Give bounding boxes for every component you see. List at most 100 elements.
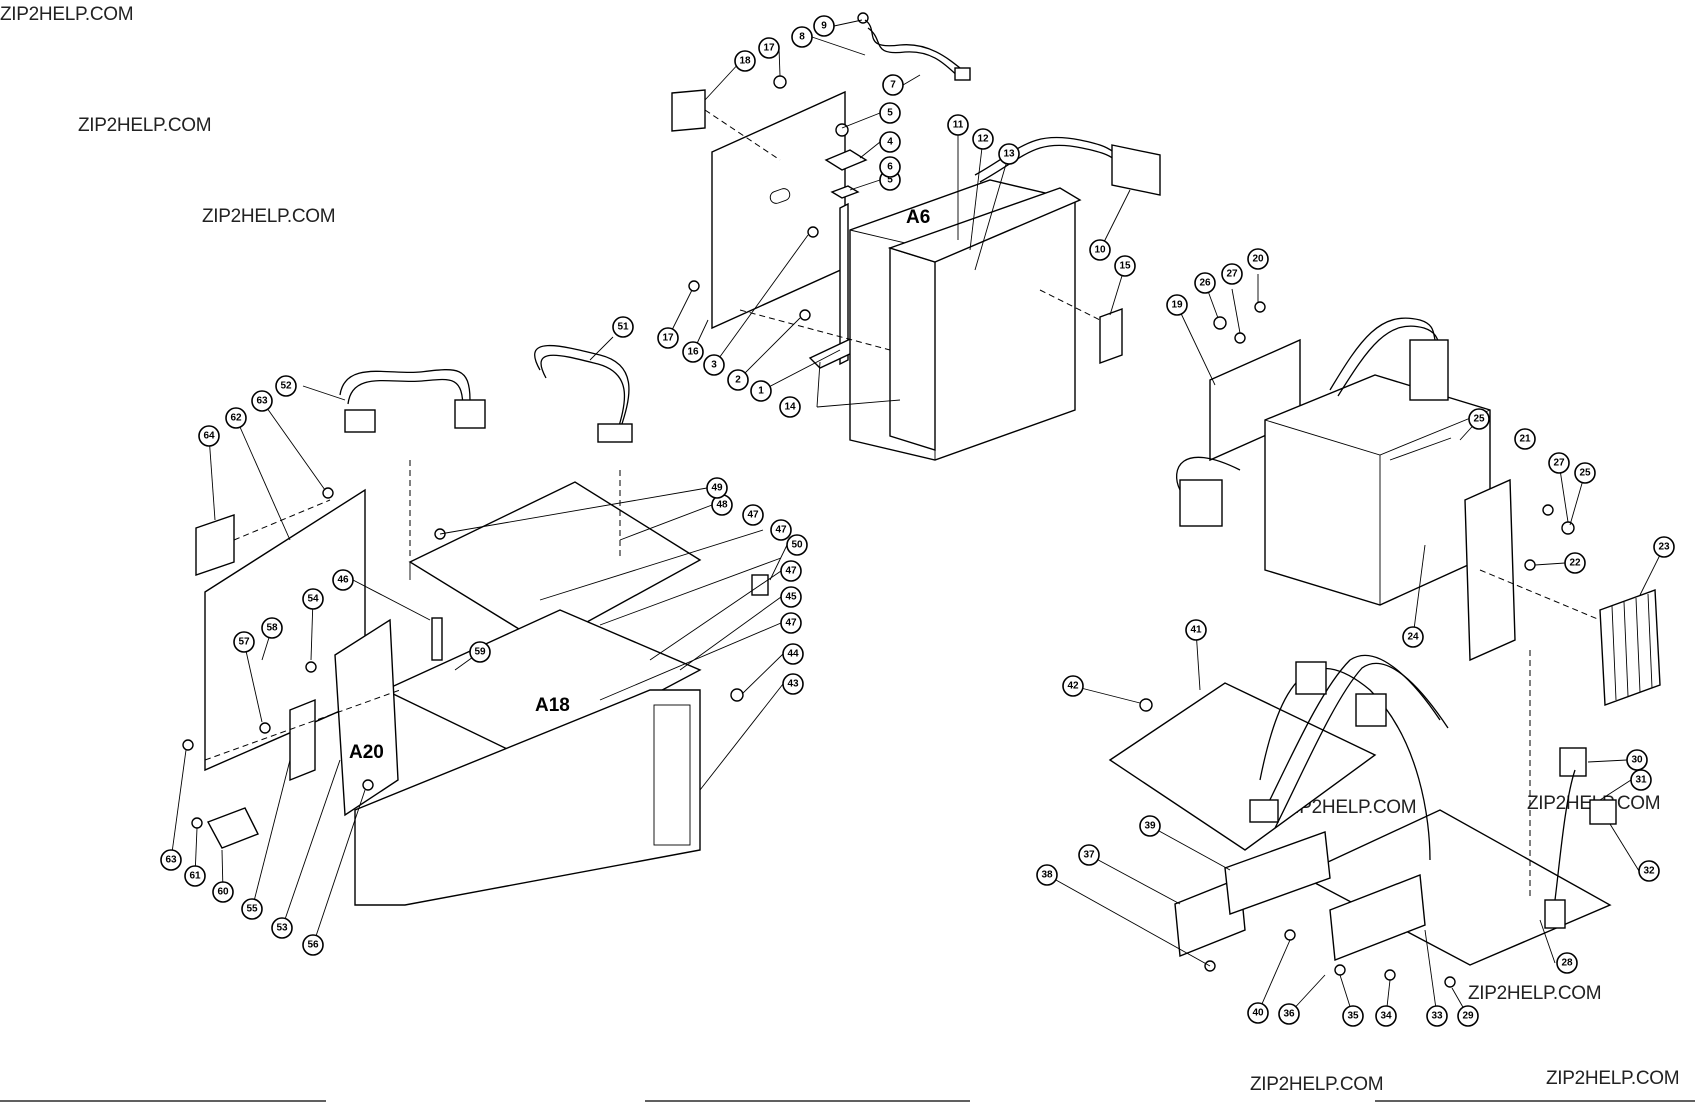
svg-text:17: 17	[662, 333, 674, 344]
svg-text:19: 19	[1171, 300, 1183, 311]
svg-text:11: 11	[953, 120, 964, 131]
svg-text:4: 4	[887, 137, 893, 148]
a18-board	[383, 609, 702, 761]
top-shield	[408, 481, 702, 646]
bracket	[289, 698, 316, 782]
callout-40: 40	[1247, 1002, 1269, 1024]
a6-top-board	[887, 187, 1082, 263]
watermark: ZIP2HELP.COM	[78, 115, 212, 136]
callout-3: 3	[703, 354, 725, 376]
callout-12: 12	[972, 128, 994, 150]
svg-text:6: 6	[887, 162, 893, 173]
svg-text:23: 23	[1658, 542, 1670, 553]
bracket	[1464, 478, 1516, 662]
svg-text:46: 46	[337, 575, 349, 586]
svg-text:22: 22	[1569, 558, 1581, 569]
a18-a20-assembly: A18 A20	[182, 460, 769, 906]
svg-text:51: 51	[617, 322, 629, 333]
svg-text:33: 33	[1431, 1011, 1443, 1022]
callout-23: 23	[1653, 536, 1675, 558]
svg-text:27: 27	[1553, 458, 1565, 469]
svg-text:45: 45	[785, 592, 797, 603]
label-a18: A18	[535, 695, 570, 716]
svg-text:14: 14	[784, 402, 796, 413]
svg-text:63: 63	[165, 855, 177, 866]
label-a6: A6	[906, 207, 930, 228]
callout-35: 35	[1342, 1005, 1364, 1027]
circuit-board	[1108, 682, 1377, 851]
callout-4: 4	[879, 131, 901, 153]
callout-62: 62	[225, 407, 247, 429]
callout-7: 7	[882, 74, 904, 96]
spacer-part	[830, 185, 860, 199]
svg-text:59: 59	[474, 647, 486, 658]
clamp-part	[824, 149, 868, 171]
svg-text:49: 49	[711, 483, 723, 494]
svg-text:35: 35	[1347, 1011, 1359, 1022]
callout-13: 13	[998, 143, 1020, 165]
callout-47: 47	[770, 519, 792, 541]
svg-text:61: 61	[189, 871, 201, 882]
callout-45: 45	[780, 586, 802, 608]
callout-22: 22	[1564, 552, 1586, 574]
callout-28: 28	[1556, 952, 1578, 974]
svg-text:36: 36	[1283, 1009, 1295, 1020]
callout-26: 26	[1194, 272, 1216, 294]
svg-text:41: 41	[1190, 625, 1202, 636]
a6-assembly: A6	[671, 12, 1161, 461]
svg-text:48: 48	[716, 500, 728, 511]
callout-64: 64	[198, 425, 220, 447]
label-a20: A20	[349, 742, 384, 763]
callout-19: 19	[1166, 294, 1188, 316]
watermark: ZIP2HELP.COM	[1283, 797, 1417, 818]
connector	[1111, 144, 1161, 196]
callout-14: 14	[779, 396, 801, 418]
svg-text:39: 39	[1144, 821, 1156, 832]
callout-47: 47	[780, 560, 802, 582]
callout-27: 27	[1548, 452, 1570, 474]
switch-part	[1099, 308, 1123, 364]
callout-32: 32	[1638, 860, 1660, 882]
svg-text:32: 32	[1643, 866, 1655, 877]
callout-18: 18	[734, 50, 756, 72]
connector-bracket	[1224, 831, 1331, 915]
watermark: ZIP2HELP.COM	[1250, 1074, 1384, 1095]
callout-56: 56	[302, 934, 324, 956]
svg-text:64: 64	[203, 431, 215, 442]
insulator-pad	[195, 514, 235, 576]
callout-57: 57	[233, 631, 255, 653]
transformer	[1264, 374, 1491, 606]
watermark: ZIP2HELP.COM	[0, 4, 134, 25]
svg-text:60: 60	[217, 887, 229, 898]
callout-17: 17	[657, 327, 679, 349]
svg-text:10: 10	[1094, 245, 1106, 256]
callout-8: 8	[791, 26, 813, 48]
callout-61: 61	[184, 865, 206, 887]
svg-text:16: 16	[687, 347, 699, 358]
callout-11: 11	[947, 114, 969, 136]
svg-text:63: 63	[256, 396, 268, 407]
svg-text:55: 55	[246, 904, 258, 915]
chassis	[354, 689, 701, 906]
svg-text:2: 2	[735, 375, 741, 386]
watermark: ZIP2HELP.COM	[1468, 983, 1602, 1004]
svg-text:34: 34	[1380, 1011, 1392, 1022]
callout-15: 15	[1114, 255, 1136, 277]
callout-5: 5	[879, 102, 901, 124]
svg-text:47: 47	[775, 525, 787, 536]
callout-39: 39	[1139, 815, 1161, 837]
svg-text:27: 27	[1226, 269, 1238, 280]
power-supply-assembly	[1108, 301, 1661, 988]
svg-text:9: 9	[821, 21, 827, 32]
svg-text:50: 50	[791, 540, 803, 551]
svg-text:5: 5	[887, 175, 893, 186]
svg-text:53: 53	[276, 923, 288, 934]
callout-60: 60	[212, 881, 234, 903]
connector-bracket	[1329, 874, 1426, 961]
svg-text:5: 5	[887, 108, 893, 119]
callout-9: 9	[813, 15, 835, 37]
svg-text:7: 7	[890, 80, 896, 91]
svg-text:56: 56	[307, 940, 319, 951]
callout-53: 53	[271, 917, 293, 939]
